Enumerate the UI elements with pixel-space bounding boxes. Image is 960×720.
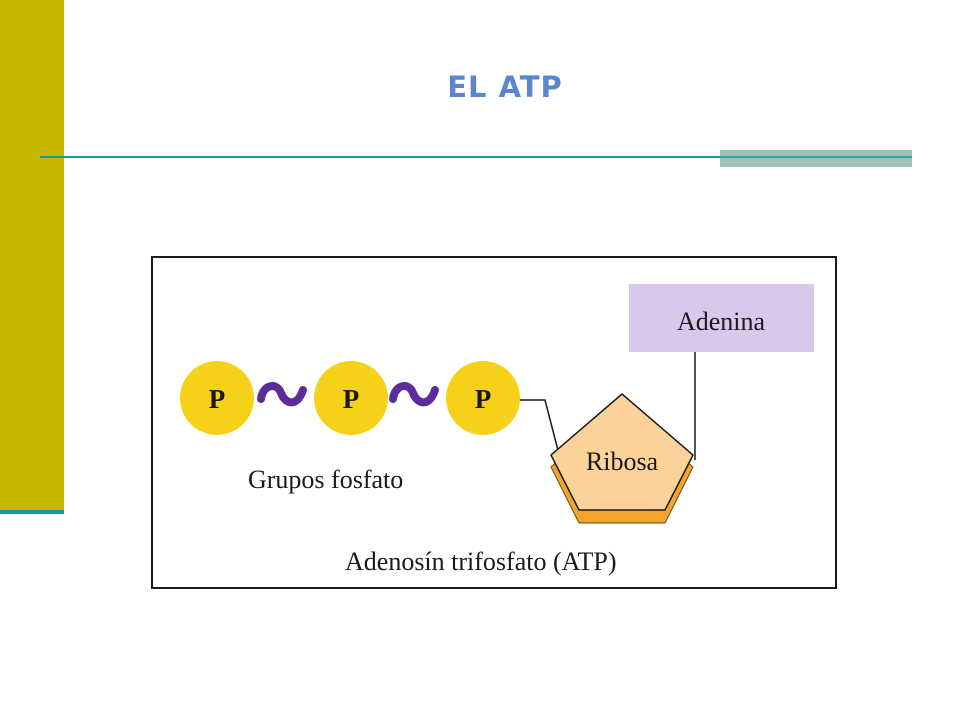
- high-energy-bond-squiggle: [257, 382, 307, 407]
- title-divider-block-line: [720, 156, 912, 158]
- atp-diagram: Adenina Ribosa P P P Grupos fosfato Aden…: [151, 256, 837, 589]
- atp-diagram-svg: Adenina Ribosa P P P Grupos fosfato Aden…: [180, 284, 814, 576]
- molecule-caption: Adenosín trifosfato (ATP): [345, 547, 617, 576]
- phosphate-ribose-connector: [519, 399, 561, 459]
- left-accent-underline: [0, 510, 64, 514]
- ribose-label: Ribosa: [586, 447, 659, 476]
- phosphate-label: P: [209, 384, 226, 414]
- title-divider-line: [40, 156, 912, 158]
- ribose-pentagon: [550, 393, 694, 511]
- phosphate-label: P: [343, 384, 360, 414]
- phosphate-circle: [314, 361, 388, 435]
- title-divider-block: [720, 150, 912, 167]
- adenine-box: [629, 284, 814, 352]
- phosphate-circle: [446, 361, 520, 435]
- left-accent-bar: [0, 0, 64, 510]
- adenine-label: Adenina: [677, 307, 766, 336]
- phosphate-circle: [180, 361, 254, 435]
- phosphate-label: P: [475, 384, 492, 414]
- slide-title: EL ATP: [447, 70, 563, 104]
- high-energy-bond-squiggle: [389, 382, 439, 407]
- phosphate-groups-caption: Grupos fosfato: [248, 465, 403, 494]
